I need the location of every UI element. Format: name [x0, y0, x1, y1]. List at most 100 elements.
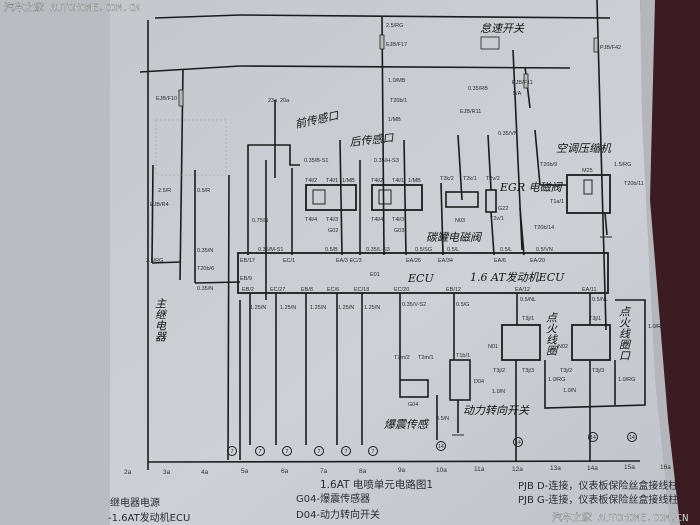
sensor-g03 [274, 100, 423, 256]
svg-text:0.35/RB: 0.35/RB [468, 86, 488, 92]
svg-text:EA/11: EA/11 [582, 287, 597, 293]
svg-text:T3j/2: T3j/2 [493, 368, 505, 374]
svg-text:EA/20: EA/20 [530, 258, 545, 264]
svg-text:0.5/N: 0.5/N [436, 416, 449, 422]
svg-text:PJB G-连接，仪表板保险丝盒接线柱: PJB G-连接，仪表板保险丝盒接线柱 [518, 493, 678, 506]
svg-text:11a: 11a [474, 466, 485, 473]
svg-text:EC/20: EC/20 [394, 287, 409, 293]
svg-text:10a: 10a [436, 467, 447, 474]
svg-text:1.25/N: 1.25/N [364, 305, 380, 311]
svg-text:EJB/F17: EJB/F17 [386, 42, 407, 48]
svg-text:7: 7 [259, 449, 262, 455]
svg-text:D04: D04 [474, 379, 484, 385]
svg-text:点火线圈: 点火线圈 [544, 312, 558, 356]
svg-text:3a: 3a [163, 469, 171, 476]
svg-text:EB/12: EB/12 [446, 287, 461, 293]
ecu-pin-labels: EB/17 EC/1 EA/3 EC/3 EA/26 EA/34 EA/6 EA… [240, 258, 597, 293]
svg-text:4a: 4a [201, 469, 209, 476]
svg-text:E01: E01 [370, 272, 380, 278]
svg-text:7: 7 [345, 449, 348, 455]
svg-text:T3j/3: T3j/3 [592, 368, 604, 374]
svg-text:0.35/H-S3: 0.35/H-S3 [374, 158, 399, 164]
svg-text:5/A: 5/A [513, 91, 522, 97]
svg-text:0.35/VN: 0.35/VN [498, 131, 518, 137]
svg-text:1.25/N: 1.25/N [338, 305, 354, 311]
svg-text:EJB/R11: EJB/R11 [460, 109, 481, 115]
svg-text:0.35/V-S2: 0.35/V-S2 [402, 302, 426, 308]
svg-text:N02: N02 [558, 344, 568, 350]
svg-text:7: 7 [286, 449, 289, 455]
svg-text:1.0/RG: 1.0/RG [548, 377, 565, 383]
column-labels: 2a 3a 4a 5a 6a 7a 8a 9a 10a 11a 12a 13a … [124, 464, 671, 476]
svg-text:T3j/3: T3j/3 [522, 368, 534, 374]
svg-text:20a: 20a [280, 98, 290, 104]
svg-text:0.5/VN: 0.5/VN [536, 247, 553, 253]
svg-text:1.6 AT发动机ECU: 1.6 AT发动机ECU [470, 271, 565, 284]
svg-text:7: 7 [372, 449, 375, 455]
svg-text:14: 14 [590, 435, 596, 441]
svg-text:1/MB: 1/MB [388, 117, 401, 123]
svg-text:1.0/N: 1.0/N [492, 389, 505, 395]
supply-wires [151, 0, 607, 461]
diagram-title: 1.6AT 电喷单元电路图1 [320, 478, 433, 491]
svg-text:0.5/L: 0.5/L [447, 247, 459, 253]
svg-text:EB/2: EB/2 [242, 287, 254, 293]
svg-text:T1a/1: T1a/1 [550, 199, 564, 205]
svg-text:N01: N01 [488, 344, 498, 350]
svg-text:T4l/3: T4l/3 [392, 217, 404, 223]
svg-text:14a: 14a [587, 465, 598, 472]
svg-text:0.35/M-S1: 0.35/M-S1 [258, 247, 283, 253]
sensor-g02 [247, 139, 357, 300]
svg-text:0.5/NL: 0.5/NL [592, 297, 608, 303]
diagram-frame [139, 14, 641, 470]
svg-text:T2v/2: T2v/2 [486, 176, 500, 182]
svg-text:点火线圈口: 点火线圈口 [617, 306, 631, 361]
svg-text:T4l/2: T4l/2 [305, 178, 317, 184]
svg-text:EJB/F10: EJB/F10 [156, 96, 177, 102]
svg-text:后传感口: 后传感口 [349, 131, 395, 149]
svg-text:T1b/1: T1b/1 [456, 353, 470, 359]
svg-text:EJB/F11: EJB/F11 [512, 80, 533, 86]
svg-text:2.5/R: 2.5/R [158, 188, 171, 194]
svg-text:6a: 6a [281, 468, 289, 475]
ecu-box [237, 252, 609, 294]
svg-text:1/MB: 1/MB [342, 178, 355, 184]
svg-text:13a: 13a [550, 465, 561, 472]
svg-text:碳罐电磁阀: 碳罐电磁阀 [426, 231, 483, 244]
svg-text:2a: 2a [124, 469, 132, 476]
svg-text:PJB D-连接，仪表板保险丝盒接线柱: PJB D-连接，仪表板保险丝盒接线柱 [518, 479, 678, 492]
svg-text:G04: G04 [408, 402, 418, 408]
svg-text:15a: 15a [624, 464, 635, 471]
svg-text:8a: 8a [359, 468, 367, 475]
svg-text:0.75/N: 0.75/N [252, 218, 268, 224]
svg-text:EB/8: EB/8 [301, 287, 313, 293]
svg-text:0.5/B: 0.5/B [325, 247, 338, 253]
svg-text:EJB/R4: EJB/R4 [150, 202, 169, 208]
svg-text:T20b/6: T20b/6 [197, 266, 214, 272]
idle-switch-connector [480, 36, 500, 50]
svg-text:继电器电源: 继电器电源 [110, 496, 160, 509]
legend: 继电器电源 -1.6AT发动机ECU G04-爆震传感器 D04-动力转向开关 … [108, 479, 678, 524]
svg-text:EC/1: EC/1 [283, 258, 295, 264]
svg-text:怠速开关: 怠速开关 [480, 22, 525, 35]
svg-text:EGR 电磁阀: EGR 电磁阀 [499, 181, 564, 194]
svg-text:9a: 9a [398, 467, 406, 474]
svg-text:T4l/4: T4l/4 [305, 217, 317, 223]
svg-text:动力转向开关: 动力转向开关 [463, 404, 530, 417]
watermark-top: 汽车之家 AUTOHOME.COM.CN [4, 1, 140, 14]
svg-text:0.35/L-S3: 0.35/L-S3 [366, 247, 390, 253]
svg-text:主继电器: 主继电器 [153, 298, 167, 342]
svg-text:0.35/N: 0.35/N [197, 286, 213, 292]
svg-text:T4l/1: T4l/1 [392, 178, 404, 184]
svg-text:G02: G02 [328, 228, 338, 234]
svg-text:0.5/SG: 0.5/SG [415, 247, 432, 253]
svg-text:14: 14 [515, 440, 521, 446]
svg-text:EA/26: EA/26 [406, 258, 421, 264]
svg-text:EB/17: EB/17 [240, 258, 255, 264]
svg-text:0.5/G: 0.5/G [456, 302, 469, 308]
svg-text:T2v/1: T2v/1 [490, 216, 504, 222]
svg-text:T20b/11: T20b/11 [624, 181, 644, 187]
page-edge [640, 0, 680, 525]
svg-text:EC/6: EC/6 [327, 287, 339, 293]
